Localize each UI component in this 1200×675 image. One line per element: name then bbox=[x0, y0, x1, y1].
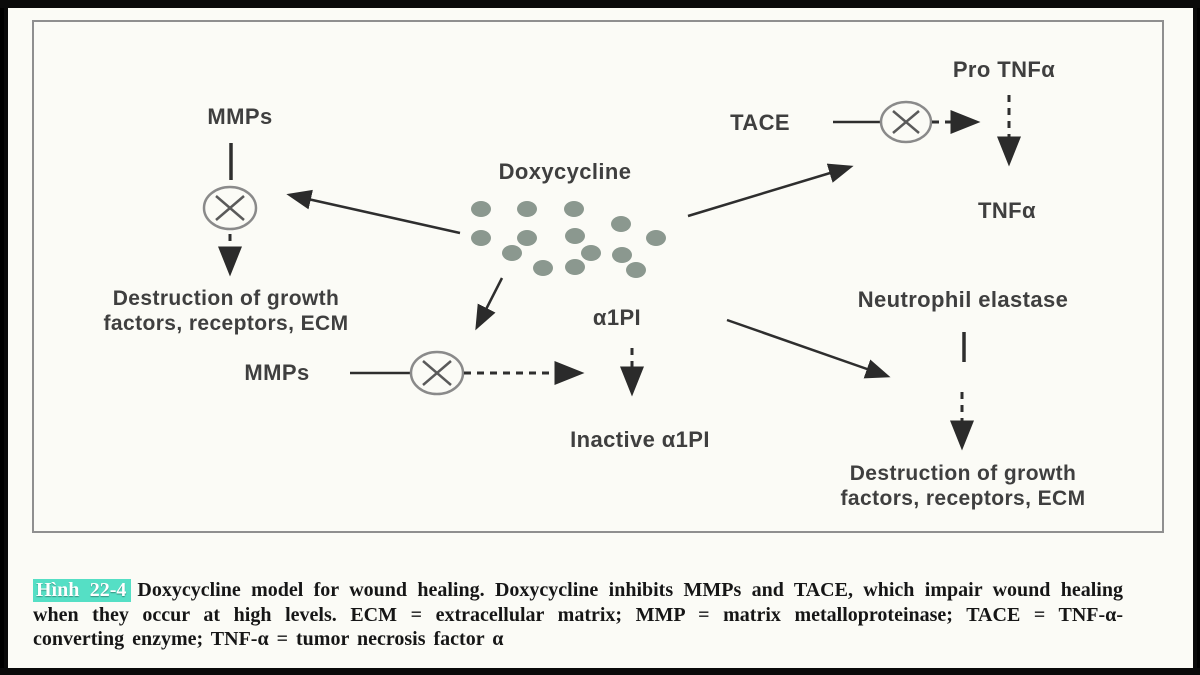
label-tace: TACE bbox=[730, 110, 790, 135]
right-edge-line bbox=[1193, 0, 1197, 675]
label-a1pi: α1PI bbox=[592, 305, 642, 330]
label-doxycycline: Doxycycline bbox=[498, 159, 632, 184]
label-destruction-right: Destruction of growth factors, receptors… bbox=[840, 462, 1086, 510]
label-destruction-left: Destruction of growth factors, receptors… bbox=[103, 287, 349, 335]
label-pro-tnfa: Pro TNFα bbox=[952, 57, 1056, 82]
bottom-black-bar bbox=[0, 668, 1200, 675]
label-mmps-top: MMPs bbox=[207, 104, 273, 129]
label-inactive-a1pi: Inactive α1PI bbox=[570, 427, 710, 452]
left-edge-line bbox=[4, 0, 8, 675]
figure-number-badge: Hình 22-4 bbox=[33, 579, 132, 602]
label-neutrophil-elastase: Neutrophil elastase bbox=[857, 287, 1069, 312]
diagram-frame bbox=[32, 20, 1164, 533]
label-tnfa: TNFα bbox=[978, 198, 1036, 223]
caption-text: Doxycycline model for wound healing. Dox… bbox=[33, 579, 1123, 650]
label-mmps-bottom: MMPs bbox=[244, 360, 310, 385]
page-background bbox=[8, 8, 1193, 668]
top-black-bar bbox=[0, 0, 1200, 8]
